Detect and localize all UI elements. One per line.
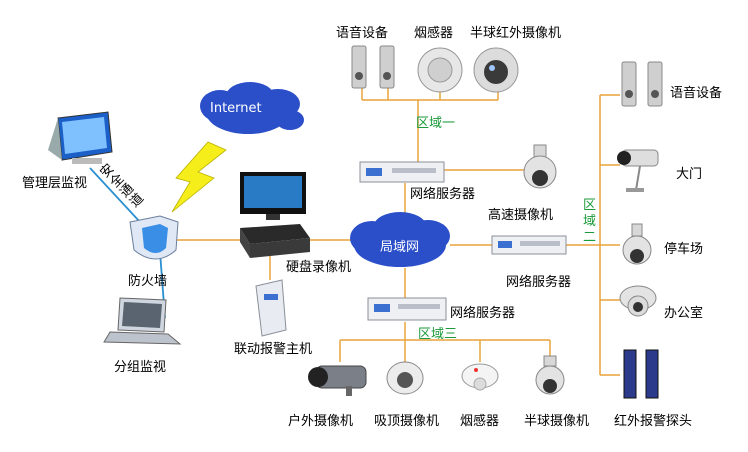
lan-label: 局域网 [380, 240, 420, 255]
firewall-shield-icon [129, 215, 179, 260]
network-server-top-icon [359, 161, 445, 183]
internet-cloud [200, 82, 304, 134]
group-monitor-label: 分组监视 [114, 360, 167, 375]
top-dome-ir-camera-label: 半球红外摄像机 [470, 26, 562, 41]
zone1-label: 区域一 [416, 116, 456, 131]
zone3-label: 区域三 [418, 327, 458, 342]
ir-alarm-probe-icon [623, 349, 659, 399]
alarm-host-icon [255, 279, 287, 337]
internet-label: Internet [210, 101, 262, 116]
management-monitor-label: 管理层监视 [22, 176, 88, 191]
lightning-bolt-icon [171, 141, 227, 213]
parking-camera-icon [622, 223, 652, 265]
top-voice-device-label: 语音设备 [336, 26, 389, 41]
parking-label: 停车场 [664, 242, 704, 257]
bottom-smoke-detector-label: 烟感器 [460, 414, 500, 429]
dvr-label: 硬盘录像机 [286, 260, 352, 275]
half-dome-camera-label: 半球摄像机 [524, 414, 590, 429]
dvr-icon [240, 172, 310, 258]
firewall-label: 防火墙 [128, 274, 168, 289]
gate-label: 大门 [676, 167, 703, 182]
zone2-label: 区域二 [583, 198, 597, 245]
speaker-top-icon [351, 45, 395, 89]
ir-alarm-probe-label: 红外报警探头 [614, 414, 693, 429]
office-label: 办公室 [664, 306, 704, 321]
highspeed-camera-label: 高速摄像机 [488, 208, 554, 223]
connection-lines [170, 88, 620, 376]
speaker-right-icon [621, 61, 663, 107]
management-monitor-icon [48, 111, 113, 164]
right-voice-device-label: 语音设备 [670, 86, 723, 101]
server-top-label: 网络服务器 [410, 187, 476, 202]
half-dome-camera-icon [535, 355, 565, 395]
server-right-label: 网络服务器 [506, 275, 572, 290]
server-bottom-label: 网络服务器 [450, 306, 516, 321]
alarm-host-label: 联动报警主机 [234, 342, 313, 357]
smoke-detector-top-icon [417, 47, 463, 93]
ceiling-camera-label: 吸顶摄像机 [374, 414, 440, 429]
group-monitor-laptop-icon [103, 297, 182, 345]
ceiling-camera-icon [386, 361, 424, 395]
outdoor-camera-icon [308, 365, 367, 396]
top-smoke-detector-label: 烟感器 [414, 26, 454, 41]
network-server-right-icon [491, 235, 567, 255]
network-server-bottom-icon [367, 297, 447, 321]
highspeed-camera-icon [523, 144, 557, 189]
lan-cloud [350, 212, 450, 267]
smoke-detector-bottom-icon [461, 363, 499, 391]
office-dome-camera-icon [619, 285, 657, 317]
outdoor-camera-label: 户外摄像机 [288, 414, 354, 429]
dome-ir-camera-top-icon [473, 47, 519, 93]
gate-bullet-camera-icon [617, 149, 659, 192]
